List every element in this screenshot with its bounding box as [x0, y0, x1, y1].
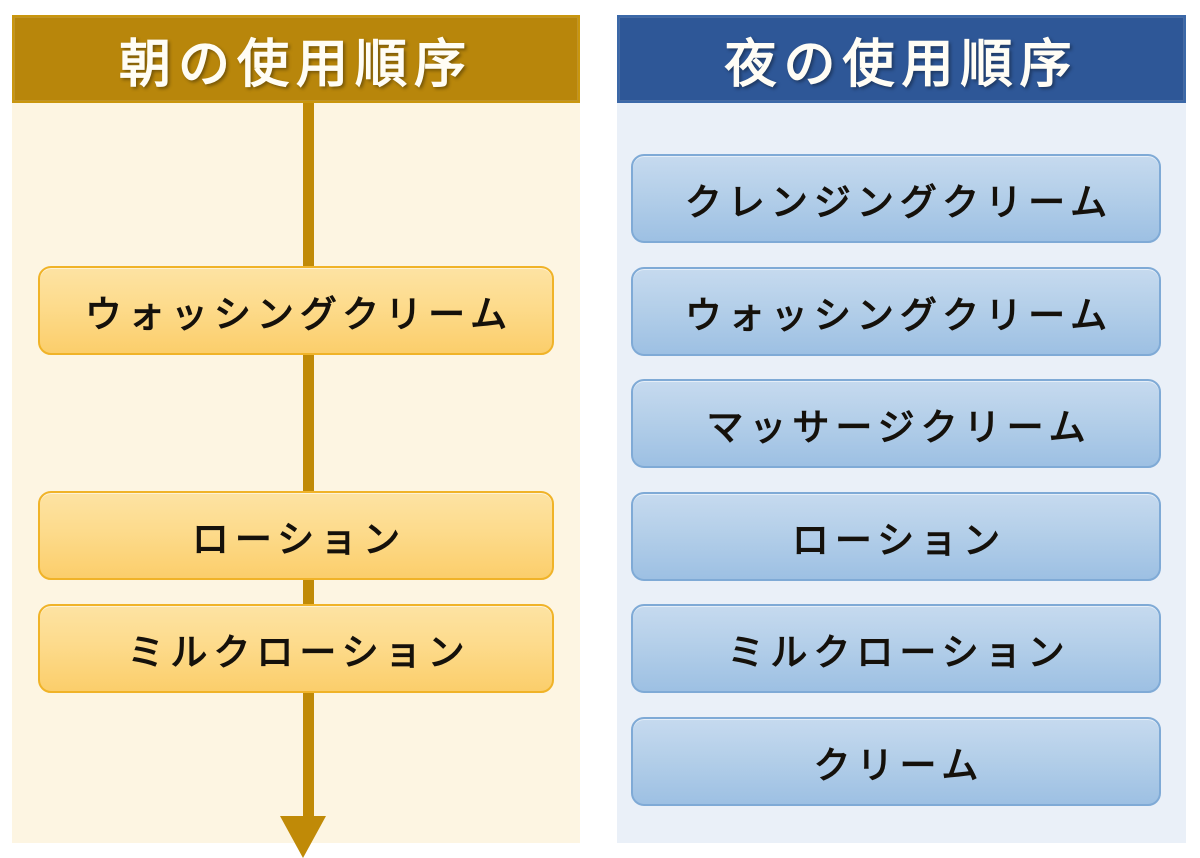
night-routine-panel: 夜の使用順序 クレンジングクリーム ウォッシングクリーム マッサージクリーム ロ… — [617, 15, 1186, 843]
morning-routine-panel: 朝の使用順序 ウォッシングクリーム ローション ミルクローション — [12, 15, 580, 858]
morning-arrow-stem — [303, 101, 314, 817]
morning-panel-title: 朝の使用順序 — [12, 15, 580, 103]
morning-step-3[interactable]: ミルクローション — [38, 604, 554, 693]
morning-step-2[interactable]: ローション — [38, 491, 554, 580]
night-panel-title: 夜の使用順序 — [617, 15, 1186, 103]
night-step-4[interactable]: ローション — [631, 492, 1161, 581]
arrow-down-icon — [280, 816, 326, 858]
morning-step-1[interactable]: ウォッシングクリーム — [38, 266, 554, 355]
night-step-2[interactable]: ウォッシングクリーム — [631, 267, 1161, 356]
night-step-3[interactable]: マッサージクリーム — [631, 379, 1161, 468]
night-step-6[interactable]: クリーム — [631, 717, 1161, 806]
night-step-5[interactable]: ミルクローション — [631, 604, 1161, 693]
night-step-1[interactable]: クレンジングクリーム — [631, 154, 1161, 243]
